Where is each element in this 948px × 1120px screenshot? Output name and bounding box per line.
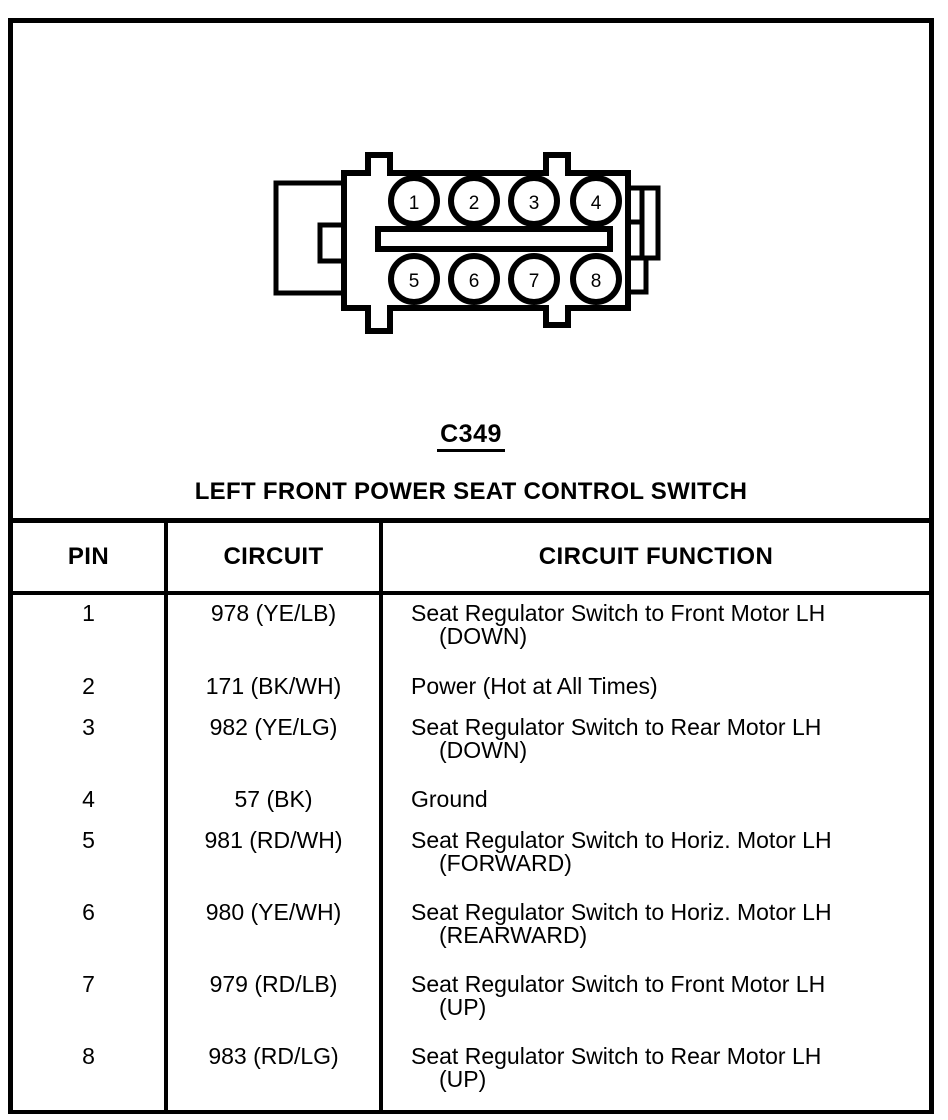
pin-value: 8 (82, 1042, 95, 1069)
function-line-2: (DOWN) (439, 623, 528, 649)
pin-table-container: PIN CIRCUIT CIRCUIT FUNCTION 1 978 (YE/L… (8, 518, 934, 1114)
pin-number-7: 7 (529, 271, 540, 292)
function-line-2: (DOWN) (439, 736, 528, 763)
cell-function: Seat Regulator Switch to Rear Motor LH (… (381, 709, 929, 781)
function-line-2: (UP) (439, 993, 487, 1020)
pin-number-2: 2 (469, 193, 480, 214)
cell-circuit: 980 (YE/WH) (166, 893, 383, 966)
table-row: 5 981 (RD/WH) Seat Regulator Switch to H… (13, 821, 929, 894)
cell-circuit: 979 (RD/LB) (166, 965, 383, 1038)
table-row: 1 978 (YE/LB) Seat Regulator Switch to F… (13, 593, 929, 668)
cell-function: Ground (381, 781, 929, 822)
connector-body-svg: 1 2 3 4 5 6 7 8 (273, 152, 661, 334)
function-line-1: Seat Regulator Switch to Horiz. Motor LH (411, 826, 832, 853)
pin-value: 7 (82, 970, 95, 997)
pin-number-6: 6 (469, 271, 480, 292)
connector-illustration: 1 2 3 4 5 6 7 8 (13, 23, 939, 413)
circuit-value: 981 (RD/WH) (204, 826, 343, 853)
cell-function: Power (Hot at All Times) (381, 668, 929, 709)
cell-function: Seat Regulator Switch to Front Motor LH … (381, 966, 929, 1038)
pin-cavity-4 (570, 175, 622, 227)
circuit-value: 57 (BK) (234, 785, 313, 812)
pin-number-8: 8 (591, 271, 602, 292)
function-line-1: Power (Hot at All Times) (411, 672, 658, 699)
function-line-2: (FORWARD) (439, 849, 572, 876)
function-line-2: (UP) (439, 1065, 487, 1092)
connector-code: C349 (437, 421, 505, 453)
header-pin: PIN (13, 523, 168, 595)
cell-pin: 7 (13, 965, 168, 1038)
function-line-1: Seat Regulator Switch to Horiz. Motor LH (411, 898, 832, 925)
cell-pin: 5 (13, 821, 168, 894)
pin-value: 3 (82, 713, 95, 740)
cell-pin: 4 (13, 780, 168, 822)
pin-cavity-7 (508, 253, 560, 305)
header-circuit: CIRCUIT (166, 523, 383, 595)
cell-pin: 8 (13, 1037, 168, 1110)
pin-cavity-2 (448, 175, 500, 227)
function-line-1: Seat Regulator Switch to Front Motor LH (411, 970, 826, 997)
table-row: 3 982 (YE/LG) Seat Regulator Switch to R… (13, 708, 929, 781)
table-row: 6 980 (YE/WH) Seat Regulator Switch to H… (13, 893, 929, 966)
circuit-value: 982 (YE/LG) (209, 713, 338, 740)
pin-table: PIN CIRCUIT CIRCUIT FUNCTION 1 978 (YE/L… (13, 523, 929, 1110)
pin-cavity-6 (448, 253, 500, 305)
cell-pin: 6 (13, 893, 168, 966)
function-line-2: (REARWARD) (439, 921, 588, 948)
table-row: 7 979 (RD/LB) Seat Regulator Switch to F… (13, 965, 929, 1038)
function-line-1: Seat Regulator Switch to Rear Motor LH (411, 713, 822, 740)
circuit-value: 983 (RD/LG) (208, 1042, 339, 1069)
table-row: 2 171 (BK/WH) Power (Hot at All Times) (13, 667, 929, 709)
pin-row-bottom: 5 6 7 8 (388, 253, 622, 305)
pin-cavity-5 (388, 253, 440, 305)
pin-cavity-3 (508, 175, 560, 227)
cell-circuit: 171 (BK/WH) (166, 667, 383, 709)
pin-number-4: 4 (591, 193, 602, 214)
cell-function: Seat Regulator Switch to Horiz. Motor LH… (381, 894, 929, 966)
pin-number-1: 1 (409, 193, 420, 214)
cell-pin: 3 (13, 708, 168, 781)
connector-diagram-panel: 1 2 3 4 5 6 7 8 (8, 18, 934, 518)
pin-value: 1 (82, 600, 95, 626)
cell-function: Seat Regulator Switch to Rear Motor LH (… (381, 1038, 929, 1110)
housing-top-notch (543, 152, 571, 173)
function-line-1: Seat Regulator Switch to Rear Motor LH (411, 1042, 822, 1069)
pin-cavity-8 (570, 253, 622, 305)
connector-caption: C349 LEFT FRONT POWER SEAT CONTROL SWITC… (13, 421, 929, 506)
cell-circuit: 982 (YE/LG) (166, 708, 383, 781)
cell-function: Seat Regulator Switch to Horiz. Motor LH… (381, 822, 929, 894)
pin-table-head: PIN CIRCUIT CIRCUIT FUNCTION (13, 523, 929, 595)
cell-pin: 2 (13, 667, 168, 709)
cell-circuit: 57 (BK) (166, 780, 383, 822)
circuit-value: 978 (YE/LB) (210, 600, 337, 626)
connector-code-wrap: C349 (13, 421, 929, 453)
circuit-value: 979 (RD/LB) (209, 970, 338, 997)
right-tab-outer (639, 185, 661, 261)
circuit-value: 171 (BK/WH) (205, 672, 342, 699)
table-header-row: PIN CIRCUIT CIRCUIT FUNCTION (13, 523, 929, 595)
table-row: 4 57 (BK) Ground (13, 780, 929, 822)
pin-value: 5 (82, 826, 95, 853)
cell-circuit: 983 (RD/LG) (166, 1037, 383, 1110)
cell-circuit: 978 (YE/LB) (166, 593, 383, 668)
table-row: 8 983 (RD/LG) Seat Regulator Switch to R… (13, 1037, 929, 1110)
center-retaining-bar (375, 226, 613, 252)
pin-table-body: 1 978 (YE/LB) Seat Regulator Switch to F… (13, 593, 929, 1110)
connector-name: LEFT FRONT POWER SEAT CONTROL SWITCH (194, 478, 748, 506)
pin-number-3: 3 (529, 193, 540, 214)
pin-cavity-1 (388, 175, 440, 227)
cell-pin: 1 (13, 593, 168, 668)
pin-value: 4 (82, 785, 95, 812)
function-line-1: Ground (411, 785, 488, 812)
pin-value: 6 (82, 898, 95, 925)
function-line-1: Seat Regulator Switch to Front Motor LH (411, 600, 826, 626)
circuit-value: 980 (YE/WH) (205, 898, 342, 925)
header-circuit-function: CIRCUIT FUNCTION (381, 523, 929, 595)
cell-function: Seat Regulator Switch to Front Motor LH … (381, 593, 929, 668)
pin-row-top: 1 2 3 4 (388, 175, 622, 227)
pin-value: 2 (82, 672, 95, 699)
cell-circuit: 981 (RD/WH) (166, 821, 383, 894)
pin-number-5: 5 (409, 271, 420, 292)
